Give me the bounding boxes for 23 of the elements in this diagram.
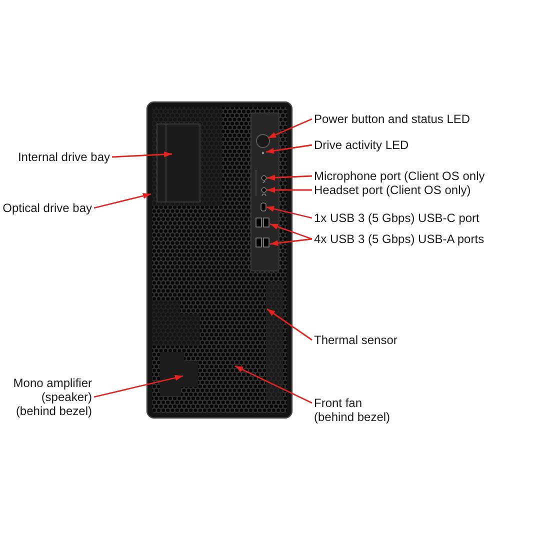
callout-label: 4x USB 3 (5 Gbps) USB-A ports — [314, 232, 484, 246]
callout-label: Front fan (behind bezel) — [314, 396, 402, 424]
callout-label: Headset port (Client OS only) — [314, 183, 471, 197]
callout-label: 1x USB 3 (5 Gbps) USB-C port — [314, 211, 480, 225]
callout-label: Drive activity LED — [314, 138, 409, 152]
leader-arrow — [266, 174, 312, 181]
leader-arrow — [94, 193, 152, 209]
callout-label: Microphone port (Client OS only — [314, 169, 485, 183]
leader-arrow — [266, 308, 312, 341]
leader-arrow — [268, 118, 312, 139]
leader-arrow — [266, 206, 312, 219]
callout-label: Power button and status LED — [314, 112, 470, 126]
leader-arrow — [94, 374, 184, 398]
leader-arrow — [270, 238, 312, 246]
leader-arrow — [270, 223, 312, 240]
callout-label: Internal drive bay — [18, 150, 110, 164]
leader-arrow — [267, 187, 312, 193]
leader-arrow — [112, 151, 172, 158]
leader-arrow — [266, 144, 312, 154]
callout-label: Thermal sensor — [314, 333, 398, 347]
callout-label: Mono amplifier (speaker) (behind bezel) — [4, 376, 92, 418]
callout-label: Optical drive bay — [2, 201, 92, 215]
leader-arrow — [234, 365, 312, 404]
